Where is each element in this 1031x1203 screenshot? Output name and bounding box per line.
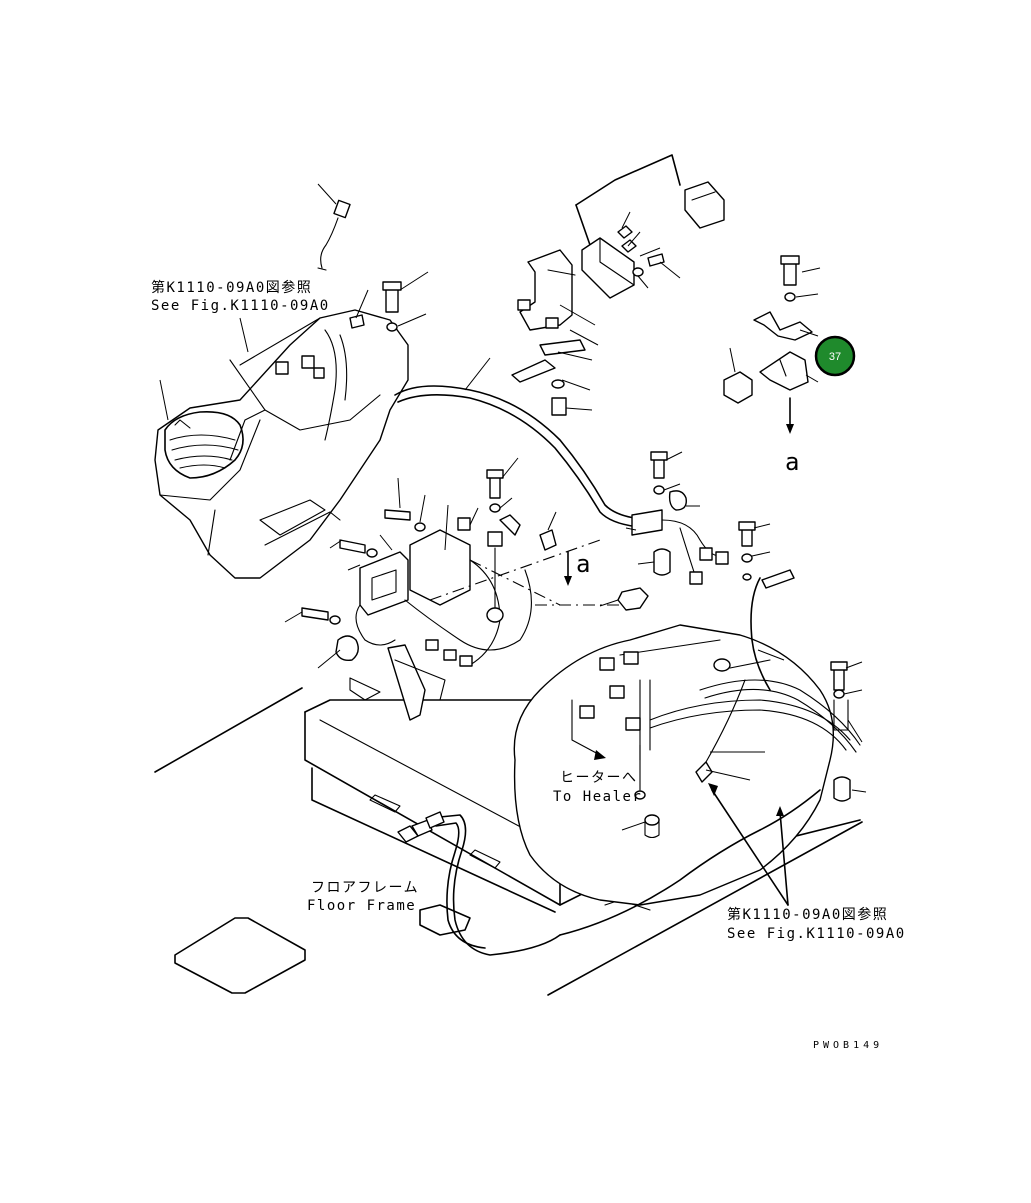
view-arrow-lower: [564, 551, 572, 586]
upper-bracket-assembly: [511, 154, 725, 416]
right-mount: [513, 624, 861, 906]
view-mark-a-upper: a: [785, 448, 799, 476]
view-mark-a-lower: a: [576, 550, 590, 578]
reference-en-top-left: See Fig.K1110-09A0: [151, 298, 330, 314]
heater-note: ヒーターへ To Healer: [553, 770, 642, 805]
reference-arrows: [708, 783, 789, 906]
bolt-group-right: [599, 451, 867, 802]
bolt-group-left: [159, 271, 429, 421]
callout-number[interactable]: 37: [829, 351, 841, 363]
floor-mat: [174, 917, 306, 994]
floor-harness: [397, 789, 821, 956]
reference-ja-bottom-right: 第K1110-09A0図参照: [727, 906, 888, 923]
right-harness: [705, 569, 795, 781]
heater-arrow: [571, 699, 606, 760]
heater-label-ja: ヒーターへ: [560, 770, 638, 786]
heater-label-en: To Healer: [553, 789, 642, 805]
relay-bracket-assembly: [723, 255, 821, 434]
bolt-group-middle: [284, 457, 557, 669]
reference-note-bottom-right: 第K1110-09A0図参照 See Fig.K1110-09A0: [727, 906, 906, 942]
floor-frame-label-en: Floor Frame: [307, 898, 416, 914]
callout-circle[interactable]: [814, 335, 856, 377]
reference-note-top-left: 第K1110-09A0図参照 See Fig.K1110-09A0: [151, 279, 330, 314]
floor-frame-label-ja: フロアフレーム: [311, 880, 419, 896]
left-console: [154, 309, 409, 579]
controller-unit: [355, 514, 532, 721]
floor-frame-note: フロアフレーム Floor Frame: [307, 880, 419, 914]
main-harness: [394, 357, 729, 585]
reference-en-bottom-right: See Fig.K1110-09A0: [727, 926, 906, 942]
sensor-connector: [317, 183, 351, 271]
drawing-code: PWOB149: [813, 1040, 883, 1051]
reference-ja-top-left: 第K1110-09A0図参照: [151, 279, 312, 296]
part-callout-37[interactable]: 37: [814, 335, 856, 377]
